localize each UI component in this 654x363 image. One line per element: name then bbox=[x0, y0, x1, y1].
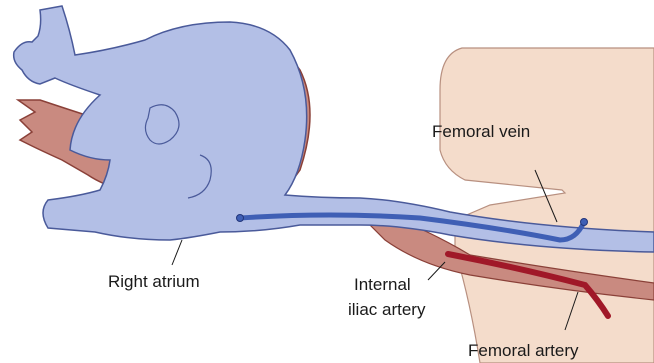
right-atrium-leader bbox=[172, 240, 182, 265]
venous-catheter-end bbox=[237, 215, 244, 222]
internal-iliac-label-line1: Internal bbox=[354, 275, 411, 294]
internal-iliac-label-line2: iliac artery bbox=[348, 300, 426, 319]
venous-catheter-tip bbox=[581, 219, 588, 226]
femoral-vein-label: Femoral vein bbox=[432, 122, 530, 141]
femoral-artery-label: Femoral artery bbox=[468, 341, 579, 360]
right-atrium-label: Right atrium bbox=[108, 272, 200, 291]
thigh-tissue bbox=[440, 48, 654, 363]
